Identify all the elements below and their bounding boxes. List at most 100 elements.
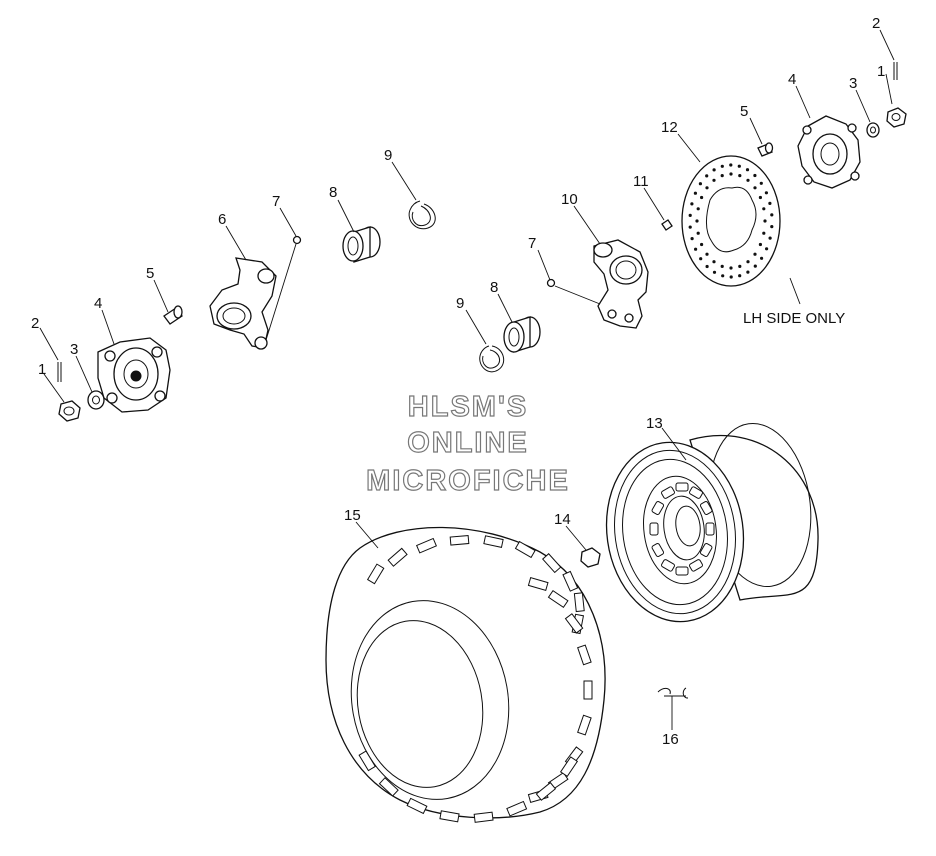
part-3-washer-right	[866, 122, 880, 138]
disc-hole	[705, 174, 709, 178]
part-10-knuckle-right	[593, 239, 649, 329]
callout-5-right: 5	[740, 103, 748, 120]
wheel-slot	[699, 501, 713, 515]
disc-hole	[758, 242, 763, 247]
part-5-bolt-right	[757, 142, 774, 157]
part-14-lug-nut	[580, 547, 601, 568]
part-11-bolt	[661, 219, 673, 231]
callout-7-left: 7	[272, 193, 280, 210]
disc-hole	[765, 247, 769, 251]
tread-lug	[562, 570, 579, 592]
part-1-nut-left	[58, 400, 81, 422]
disc-hole	[768, 201, 772, 205]
disc-hole	[694, 247, 698, 251]
disc-hole	[768, 236, 772, 240]
part-4-hub-right	[797, 115, 861, 189]
tread-lug	[415, 537, 438, 554]
disc-hole	[698, 182, 703, 186]
disc-hole	[720, 164, 724, 168]
callout-1-left: 1	[38, 361, 46, 378]
disc-hole	[712, 178, 716, 182]
tread-lug	[506, 800, 528, 817]
watermark-line-1: HLSM'S	[408, 391, 528, 423]
disc-hole	[762, 207, 766, 211]
wheel-slots	[649, 482, 715, 576]
disc-hole	[764, 191, 769, 195]
callout-2-left: 2	[31, 315, 39, 332]
tread-lug	[473, 811, 494, 823]
tread-lug	[547, 589, 569, 609]
watermark-line-3: MICROFICHE	[366, 465, 570, 497]
callout-16: 16	[662, 731, 679, 748]
callout-6: 6	[218, 211, 226, 228]
disc-hole	[745, 168, 750, 172]
disc-hole	[746, 260, 750, 264]
tread-lug	[439, 810, 460, 823]
disc-hole	[688, 213, 692, 217]
callout-8-mid: 8	[490, 279, 498, 296]
disc-hole	[760, 256, 764, 260]
disc-hole	[690, 202, 694, 206]
disc-hole	[729, 275, 733, 279]
disc-hole	[712, 260, 716, 264]
part-9-snap-ring-top	[408, 200, 436, 230]
part-16-clip	[657, 687, 689, 699]
disc-hole	[729, 266, 733, 270]
disc-hole	[762, 231, 766, 235]
tread-lug	[387, 547, 408, 567]
disc-hole	[705, 252, 709, 256]
part-7-fitting-right	[546, 278, 556, 288]
part-9-snap-ring-mid	[479, 345, 505, 373]
wheel-slot	[649, 522, 659, 536]
disc-hole	[721, 274, 725, 278]
tread-lug	[406, 797, 428, 815]
disc-hole	[688, 225, 692, 229]
disc-hole	[738, 274, 742, 278]
callout-labels: 1 2 3 4 5 6 7 8 9 10 7 8 9 11 12 5 4 3 2…	[31, 15, 885, 748]
disc-hole	[705, 186, 709, 190]
callout-7-right: 7	[528, 235, 536, 252]
disc-hole	[696, 231, 700, 235]
watermark-line-2: ONLINE	[407, 427, 529, 459]
tread-lug	[358, 750, 376, 772]
tread-lug	[577, 644, 592, 666]
tread-lug	[527, 577, 549, 591]
disc-hole	[763, 219, 767, 223]
callout-13: 13	[646, 415, 663, 432]
tread-lug	[564, 613, 584, 634]
callout-12: 12	[661, 119, 678, 136]
tread-lug	[583, 680, 593, 700]
callout-2-right: 2	[872, 15, 880, 32]
tread-lug	[559, 756, 579, 777]
tread-lug	[577, 714, 592, 736]
disc-hole	[696, 207, 700, 211]
disc-hole	[690, 237, 694, 241]
callout-9-mid: 9	[456, 295, 464, 312]
tread-lug	[514, 540, 536, 559]
wheel-slot	[651, 543, 665, 557]
disc-hole	[770, 225, 774, 229]
tire-tread-lugs	[358, 534, 593, 823]
wheel-slot	[661, 559, 675, 572]
disc-hole	[753, 186, 757, 190]
part-6-knuckle-left	[209, 257, 277, 350]
tread-lug	[541, 553, 562, 574]
part-8-bearing-mid	[503, 316, 541, 353]
disc-hole	[746, 178, 750, 182]
disc-hole	[770, 213, 774, 217]
part-2-cotter-pin-left	[57, 362, 62, 382]
part-5-bolt-left	[163, 305, 183, 325]
callout-10: 10	[561, 191, 578, 208]
disc-hole	[712, 270, 717, 274]
disc-hole	[738, 174, 742, 178]
wheel-slot	[661, 486, 675, 499]
wheel-slot	[689, 559, 703, 572]
disc-hole	[712, 168, 716, 172]
part-13-wheel	[605, 423, 819, 623]
disc-hole	[705, 264, 709, 269]
part-7-fitting-left	[292, 235, 302, 245]
disc-hole	[746, 270, 750, 274]
disc-hole	[695, 219, 699, 223]
part-4-hub-left	[97, 337, 171, 413]
wheel-slot	[705, 522, 715, 536]
